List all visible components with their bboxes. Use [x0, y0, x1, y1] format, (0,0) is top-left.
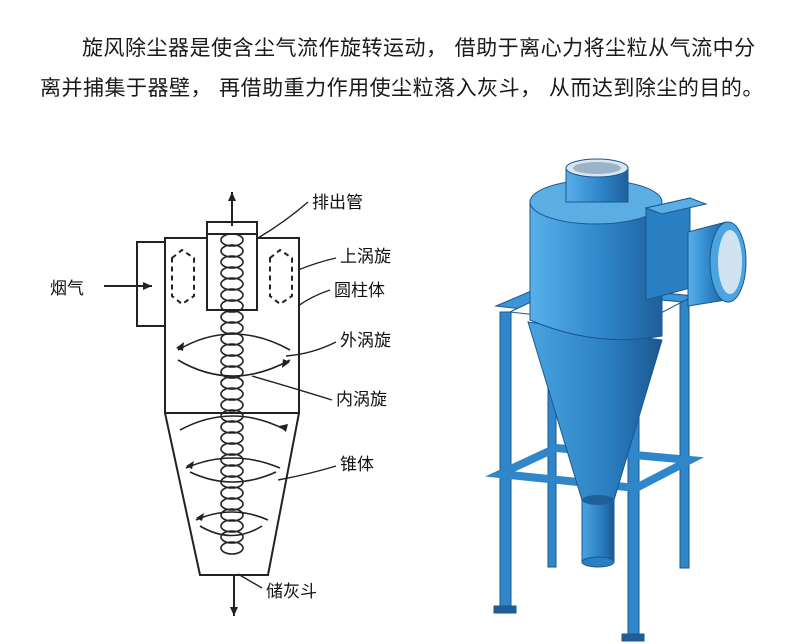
leader-lines: [237, 201, 337, 589]
label-cylinder: 圆柱体: [334, 281, 385, 301]
label-flue-gas: 烟气: [50, 279, 84, 299]
label-outer-vortex: 外涡旋: [340, 331, 391, 351]
schematic-diagram: [104, 192, 337, 616]
label-dust-hopper: 储灰斗: [266, 582, 317, 602]
intro-paragraph: 旋风除尘器是使含尘气流作旋转运动， 借助于离心力将尘粒从气流中分离并捕集于器壁，…: [40, 28, 770, 108]
baffle-left: [171, 248, 195, 306]
label-exhaust-pipe: 排出管: [312, 193, 363, 213]
cyclone-cylinder: [529, 199, 663, 341]
baffle-right: [269, 248, 293, 306]
label-cone: 锥体: [340, 455, 374, 475]
inlet-duct: [136, 241, 165, 327]
exhaust-pipe: [206, 221, 258, 311]
diagram-labels: 排出管 烟气 上涡旋 圆柱体 外涡旋 内涡旋 锥体 储灰斗: [50, 193, 391, 602]
outer-vortex-loops: [177, 333, 291, 537]
dust-outlet-pipe: [581, 499, 615, 563]
inlet-housing: [645, 197, 691, 301]
intro-text: 旋风除尘器是使含尘气流作旋转运动， 借助于离心力将尘粒从气流中分离并捕集于器壁，…: [40, 36, 764, 100]
label-upper-vortex: 上涡旋: [340, 247, 391, 267]
label-inner-vortex: 内涡旋: [336, 390, 387, 410]
cyclone-3d-illustration: [485, 158, 747, 642]
outer-vortex-arrows: [176, 342, 290, 521]
